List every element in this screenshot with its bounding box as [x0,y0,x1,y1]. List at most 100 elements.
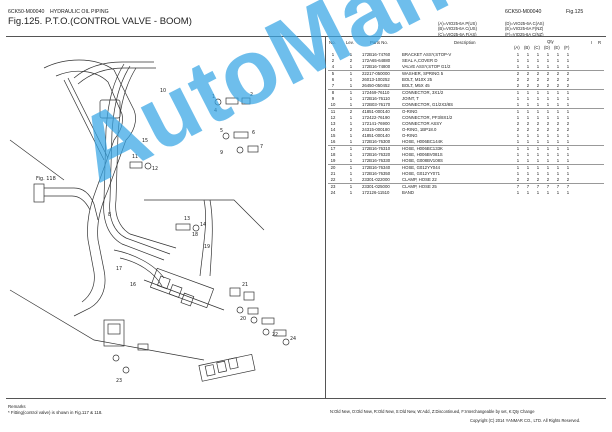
callout-number: 1 [212,94,215,100]
quantity: 1 [526,64,530,69]
part-description: CONNECTOR ASSY [402,121,443,126]
change-code-legend: N:Old New, O:Old New, R:Old New, S:Old N… [330,409,535,414]
part-description: HOSE, H006BC144K [402,139,443,144]
quantity: 1 [516,115,520,120]
level: 1 [349,115,353,120]
callout-number: 16 [130,282,136,288]
quantity: 1 [546,152,550,157]
quantity: 1 [526,139,530,144]
part-description: CONNECTOR, PF3/8X1/2 [402,115,453,120]
quantity: 2 [556,71,560,76]
level: 1 [349,90,353,95]
ref-number: 2 [331,58,335,63]
ref-number: 13 [330,121,336,126]
quantity: 1 [566,146,570,151]
part-description: BOLT, M10X 25 [402,77,433,82]
quantity: 1 [546,52,550,57]
quantity: 1 [536,52,540,57]
quantity: 1 [526,96,530,101]
quantity: 2 [536,71,540,76]
callout-number: 12 [152,166,158,172]
part-description: CLAMP, HOSE 25 [402,184,437,189]
quantity: 1 [526,171,530,176]
section-title: HYDRAULIC OIL PIPING [50,9,109,15]
quantity: 1 [516,133,520,138]
parts-table: No. Lev. Parts No. Description Qty I R (… [328,38,604,196]
quantity: 1 [546,115,550,120]
table-header: No. Lev. Parts No. Description Qty I R (… [328,38,604,52]
quantity: 2 [556,177,560,182]
quantity: 1 [546,190,550,195]
callout-number: 21 [242,282,248,288]
part-number: 172B16-76110 [362,96,390,101]
quantity: 2 [556,83,560,88]
part-number: 26450-050452 [362,83,390,88]
valve-hose-d [209,199,213,277]
level: 1 [349,165,353,170]
quantity: 1 [546,158,550,163]
ref-number: 23 [330,184,336,189]
quantity: 1 [536,102,540,107]
model-b: (B)=VIO25-6A C(US) [438,26,477,32]
part-number: 41851-000140 [362,109,390,114]
quantity: 1 [556,102,560,107]
hydraulic-pipe-a [103,63,165,261]
quantity: 2 [536,177,540,182]
quantity: 7 [536,184,540,189]
part-number: 172B16-74800 [362,64,391,69]
qty-column-header: (E) [554,45,560,50]
quantity: 1 [526,115,530,120]
part-number: 172A65-64880 [362,58,391,63]
quantity: 1 [566,139,570,144]
part-number: 172B16-76320 [362,152,391,157]
part-description: CONNECTOR, G1/2X3/8S [402,102,454,107]
quantity: 1 [566,58,570,63]
part-number: 172B16-76340 [362,165,391,170]
part-number: 172126-11510 [362,190,390,195]
stop-valve-bracket [103,319,125,347]
model-legend-right: (D)=VIO25-6A C(AS) (E)=VIO25-6A F(NZ) (F… [505,21,544,37]
ref-number: 20 [330,165,336,170]
quantity: 1 [546,165,550,170]
level: 2 [349,58,353,63]
hydraulic-pipe-c [115,67,177,249]
quantity: 1 [546,171,550,176]
quantity: 1 [516,58,520,63]
figure-title: Fig.125. P.T.O.(CONTROL VALVE - BOOM) [8,16,192,27]
quantity: 1 [566,102,570,107]
part-description: HOSE, G012YY071 [402,171,440,176]
quantity: 1 [556,139,560,144]
copyright-text: Copyright (C) 2014 YANMAR CO., LTD. All … [470,418,581,423]
quantity: 2 [526,71,530,76]
quantity: 1 [516,102,520,107]
part-description: WASHER, SPRING 5 [402,71,444,76]
quantity: 1 [526,146,530,151]
quantity: 2 [566,77,570,82]
quantity: 1 [516,96,520,101]
quantity: 7 [566,184,570,189]
ref-number: 5 [331,71,335,76]
quantity: 1 [526,133,530,138]
model-c: (C)=VIO25-6A F(AS) [438,31,477,37]
level: 1 [349,121,353,126]
quantity: 1 [556,52,560,57]
quantity: 1 [516,190,520,195]
level: 1 [349,102,353,107]
part-description: O-RING [402,133,418,138]
callout-number: 18 [192,232,198,238]
ref-number: 11 [330,109,336,114]
quantity: 1 [556,109,560,114]
quantity: 1 [516,90,520,95]
quantity: 1 [536,133,540,138]
machine-frame-line-2 [143,199,265,311]
model-a: (A)=VIO25-6A P(US) [438,21,477,26]
ref-number: 1 [331,52,335,57]
